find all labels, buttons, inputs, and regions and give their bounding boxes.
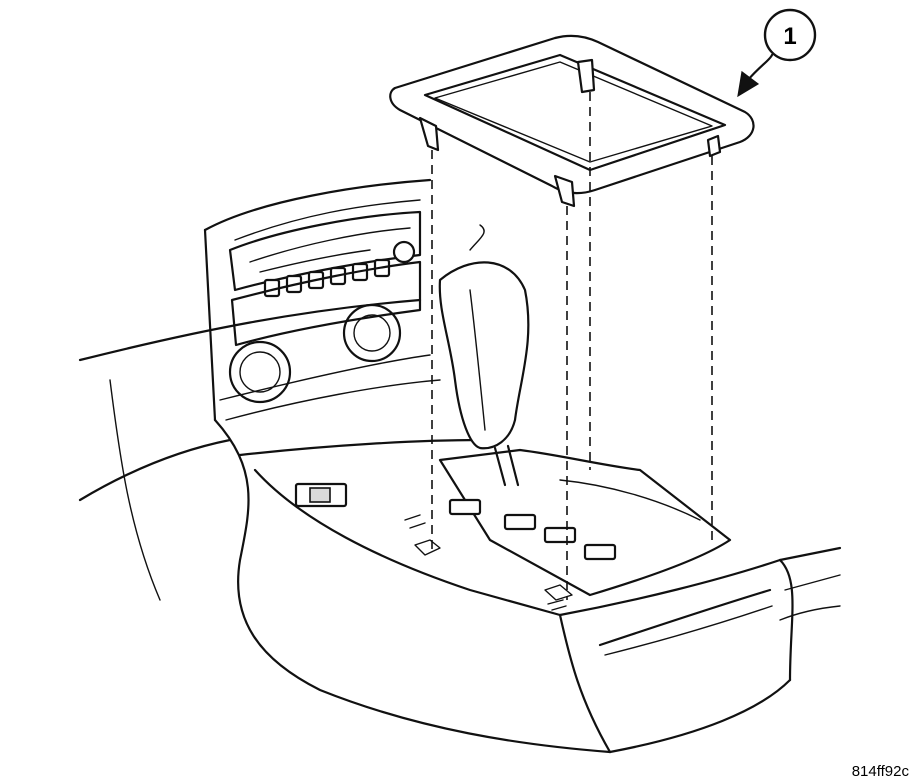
callout-arrow-head bbox=[737, 70, 760, 98]
installation-guide-lines bbox=[431, 92, 713, 600]
shift-knob bbox=[438, 261, 530, 450]
console-switch bbox=[294, 482, 348, 508]
bezel-clip bbox=[553, 174, 576, 208]
shifter-assembly bbox=[438, 224, 732, 597]
shift-gate-slots bbox=[448, 498, 617, 561]
hvac-knob-left bbox=[228, 340, 292, 404]
console-clip-receivers bbox=[404, 514, 573, 611]
hvac-knob-right bbox=[342, 303, 402, 363]
figure-id: 814ff92c bbox=[851, 763, 909, 780]
shift-bezel bbox=[389, 34, 755, 208]
callout-1: 1 bbox=[737, 8, 817, 98]
bezel-clip bbox=[576, 58, 596, 94]
bezel-clip bbox=[418, 116, 440, 152]
bezel-clip bbox=[706, 134, 722, 158]
radio-hvac-stack bbox=[219, 210, 441, 421]
center-console bbox=[238, 438, 842, 754]
callout-1-label: 1 bbox=[783, 23, 796, 50]
